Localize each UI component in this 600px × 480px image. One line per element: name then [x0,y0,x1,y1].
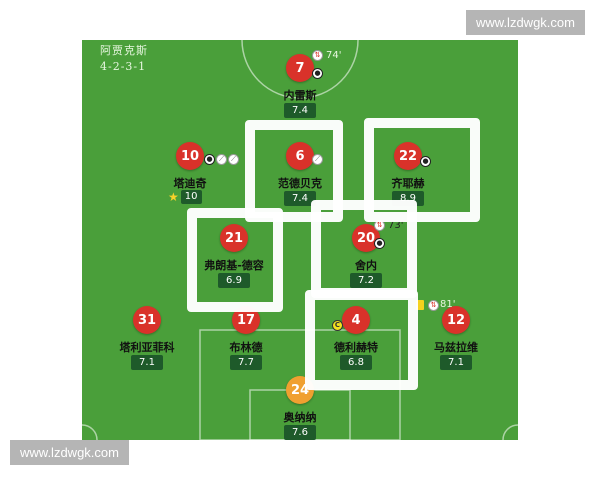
substitution-icon: ⇅ [312,50,323,61]
goal-ball-icon: ● [312,68,323,79]
sub-minute: 73' [388,220,404,231]
player-name: 弗朗基-德容 [204,259,264,272]
player-rating: 7.1 [131,355,163,370]
player-name: 德利赫特 [334,341,378,354]
highlight-box [311,200,417,298]
player-onana[interactable]: 24 奥纳纳 7.6 [250,376,350,446]
player-number: 31 [133,306,161,334]
player-name: 齐耶赫 [391,177,425,190]
player-name: 奥纳纳 [283,411,317,424]
sub-minute: 74' [326,50,342,61]
player-name: 舍内 [355,259,377,272]
player-number: 4 [342,306,370,334]
player-rating: 7.1 [440,355,472,370]
star-icon: ★ [168,190,179,204]
highlight-box [187,208,283,312]
watermark-top: www.lzdwgk.com [466,10,585,35]
goal-ball-icon: ● [420,156,431,167]
player-name: 塔迪奇 [173,177,207,190]
substitution-icon: ⇅ [428,300,439,311]
player-rating: 7.7 [230,355,262,370]
player-de-ligt[interactable]: 4 C 德利赫特 6.8 [306,306,406,376]
player-name: 塔利亚菲科 [119,341,175,354]
highlight-box [245,120,343,222]
player-name: 布林德 [229,341,263,354]
player-number: 22 [394,142,422,170]
formation: 4-2-3-1 [100,60,147,73]
player-number: 24 [286,376,314,404]
player-name: 内雷斯 [283,89,317,102]
player-number: 6 [286,142,314,170]
watermark-bottom: www.lzdwgk.com [10,440,129,465]
goal-ball-icon: ● [204,154,215,165]
player-rating: 7.4 [284,191,316,206]
star-rating-badge: ★ 10 [168,190,202,204]
player-number: 7 [286,54,314,82]
goal-ball-icon: ● [374,238,385,249]
player-neres[interactable]: 7 ⇅ ● 74' 内雷斯 7.4 [250,50,350,124]
player-rating: 7.4 [284,103,316,118]
player-tadic[interactable]: 10 ● ⟋ ⟋ 塔迪奇 ★ 10 [140,142,240,212]
team-name: 阿贾克斯 [100,44,148,57]
player-mazraoui[interactable]: 12 ⇅ 81' 马兹拉维 7.1 [406,299,506,376]
star-rating-value: 10 [180,190,202,204]
highlight-box [305,290,418,390]
assist-boot-icon: ⟋ [228,154,239,165]
sub-minute: 81' [440,299,456,310]
highlight-box [364,118,480,222]
yellow-card-icon [416,300,424,310]
player-rating: 6.8 [340,355,372,370]
assist-boot-icon: ⟋ [312,154,323,165]
player-schone[interactable]: 20 ⇅ ● 73' 舍内 7.2 [316,220,416,294]
player-van-de-beek[interactable]: 6 ⟋ 范德贝克 7.4 [250,142,350,212]
player-rating: 7.2 [350,273,382,288]
player-tagliafico[interactable]: 31 塔利亚菲科 7.1 [97,306,197,376]
player-frenkie-de-jong[interactable]: 21 弗朗基-德容 6.9 [184,224,284,294]
captain-icon: C [332,320,343,331]
player-number: 12 [442,306,470,334]
player-number: 21 [220,224,248,252]
player-number: 10 [176,142,204,170]
assist-boot-icon: ⟋ [216,154,227,165]
player-name: 马兹拉维 [434,341,478,354]
player-rating: 7.6 [284,425,316,440]
player-name: 范德贝克 [278,177,322,190]
player-blind[interactable]: 17 布林德 7.7 [196,306,296,376]
player-rating: 6.9 [218,273,250,288]
